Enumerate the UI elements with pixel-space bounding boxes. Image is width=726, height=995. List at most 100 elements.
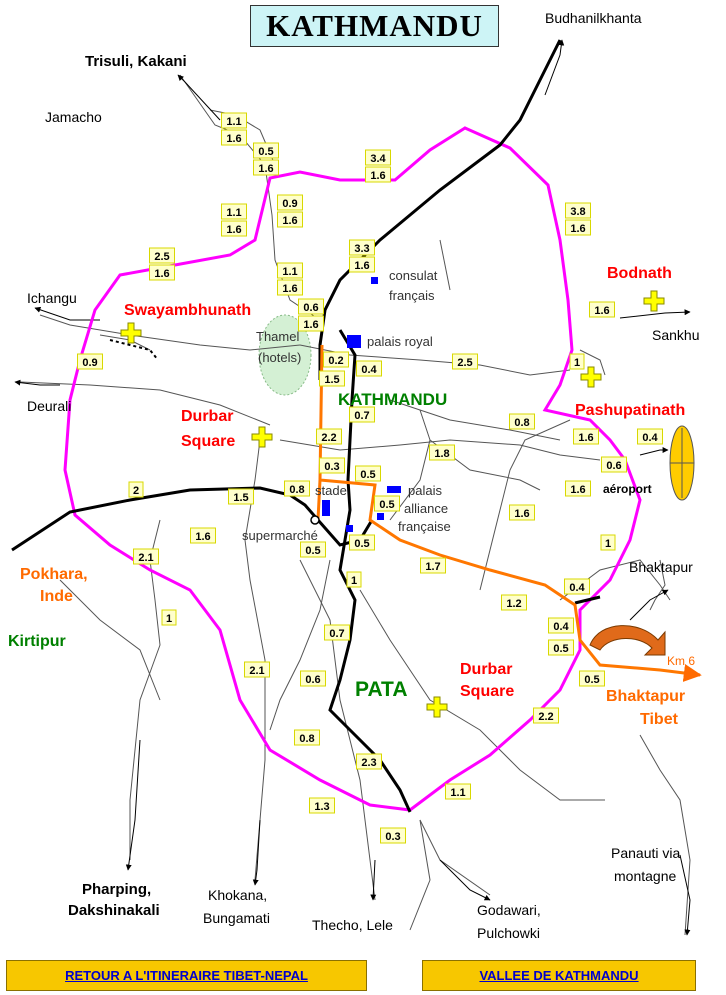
distance-value: 1.1	[226, 116, 241, 128]
distance-box	[601, 456, 627, 473]
label-alliance-3: française	[398, 519, 451, 534]
distance-value: 2.2	[321, 432, 336, 444]
distance-value: 1.5	[233, 492, 248, 504]
distance-box	[579, 670, 605, 687]
distance-box	[533, 707, 559, 724]
distance-box	[349, 256, 375, 273]
temple-icons	[120, 290, 665, 718]
consulat-marker	[371, 277, 378, 284]
distance-box	[323, 351, 349, 368]
distance-box	[221, 129, 247, 146]
dest-trisuli: Trisuli, Kakani	[85, 53, 187, 70]
distance-value: 2	[133, 485, 139, 497]
distance-value: 1.6	[514, 508, 529, 520]
distance-box	[346, 571, 362, 588]
distance-value: 1.2	[506, 598, 521, 610]
place-durbar-1b: Square	[181, 433, 235, 450]
distance-value: 0.7	[329, 628, 344, 640]
distance-value: 0.5	[379, 499, 394, 511]
distance-box	[589, 301, 615, 318]
distance-box	[244, 661, 270, 678]
distance-box	[380, 827, 406, 844]
distance-value: 2.5	[154, 251, 169, 263]
distance-box	[565, 480, 591, 497]
distance-box	[452, 353, 478, 370]
dest-panauti-1: Panauti via	[611, 845, 680, 861]
distance-value: 1.6	[282, 215, 297, 227]
distance-box	[284, 480, 310, 497]
distance-box	[548, 617, 574, 634]
distance-value: 0.8	[289, 484, 304, 496]
place-pokhara-2: Inde	[40, 588, 73, 605]
dest-godawari-2: Pulchowki	[477, 925, 540, 941]
distance-value: 1.6	[303, 319, 318, 331]
distance-value: 1	[574, 357, 580, 369]
distance-value: 0.3	[324, 461, 339, 473]
label-palais-royal: palais royal	[367, 334, 433, 349]
distance-value: 1.6	[226, 224, 241, 236]
distance-value: 0.8	[299, 733, 314, 745]
place-labels: Swayambhunath Bodnath Pashupatinath Durb…	[8, 265, 695, 728]
dest-sankhu: Sankhu	[652, 327, 699, 343]
distance-box	[420, 557, 446, 574]
label-stade: stade	[315, 483, 347, 498]
alliance-marker-2	[377, 513, 384, 520]
distance-box	[221, 112, 247, 129]
distance-box	[228, 488, 254, 505]
bhaktapur-turn-arrow	[589, 625, 666, 656]
distance-value: 1.7	[425, 561, 440, 573]
distance-box	[573, 428, 599, 445]
map-title: KATHMANDU	[250, 5, 499, 47]
kathmandu-valley-link[interactable]: VALLEE DE KATHMANDU	[422, 960, 696, 991]
label-aeroport: aéroport	[603, 482, 652, 496]
distance-value: 0.4	[361, 364, 377, 376]
distance-value: 1.1	[450, 787, 465, 799]
thamel-zone	[258, 314, 312, 396]
distance-value: 3.3	[354, 243, 369, 255]
label-thamel-1: Thamel	[256, 329, 299, 344]
distance-value: 0.2	[328, 355, 343, 367]
distance-box	[365, 149, 391, 166]
dest-pharping-1: Pharping,	[82, 881, 151, 898]
distance-box	[365, 166, 391, 183]
distance-box	[445, 783, 471, 800]
distance-value: 0.9	[282, 198, 297, 210]
distance-box	[149, 247, 175, 264]
place-pashupatinath: Pashupatinath	[575, 402, 685, 419]
place-durbar-1a: Durbar	[181, 408, 233, 425]
distance-box	[316, 428, 342, 445]
distance-value: 0.5	[354, 538, 369, 550]
main-route	[316, 344, 702, 682]
place-durbar-2a: Durbar	[460, 661, 512, 678]
place-kirtipur: Kirtipur	[8, 633, 66, 650]
distance-box	[161, 609, 177, 626]
temple-icon	[120, 322, 142, 344]
distance-value: 2.1	[138, 552, 153, 564]
distance-value: 1.6	[195, 531, 210, 543]
distance-value: 1	[605, 538, 611, 550]
back-to-itinerary-link[interactable]: RETOUR A L'ITINERAIRE TIBET-NEPAL	[6, 960, 367, 991]
distance-value: 1.8	[434, 448, 449, 460]
distance-value: 0.9	[82, 357, 97, 369]
distance-value: 1.6	[570, 484, 585, 496]
label-supermarche: supermarché	[242, 528, 318, 543]
dest-deurali: Deurali	[27, 398, 71, 414]
distance-value: 1.6	[578, 432, 593, 444]
distance-value: 2.5	[457, 357, 472, 369]
distance-value: 1.1	[282, 266, 297, 278]
dest-jamacho: Jamacho	[45, 109, 102, 125]
label-consulat-2: français	[389, 288, 435, 303]
place-bhaktapur-tibet-1: Bhaktapur	[606, 688, 685, 705]
dest-panauti-2: montagne	[614, 868, 676, 884]
dest-thecho: Thecho, Lele	[312, 917, 393, 933]
distance-box	[349, 534, 375, 551]
temple-icon	[251, 426, 273, 448]
distance-value: 0.8	[514, 417, 529, 429]
dest-bhaktapur: Bhaktapur	[629, 559, 693, 575]
market-marker	[346, 525, 353, 532]
distance-box	[149, 264, 175, 281]
distance-value: 2.2	[538, 711, 553, 723]
distance-value: 0.5	[584, 674, 599, 686]
swayambhu-path	[109, 339, 159, 361]
